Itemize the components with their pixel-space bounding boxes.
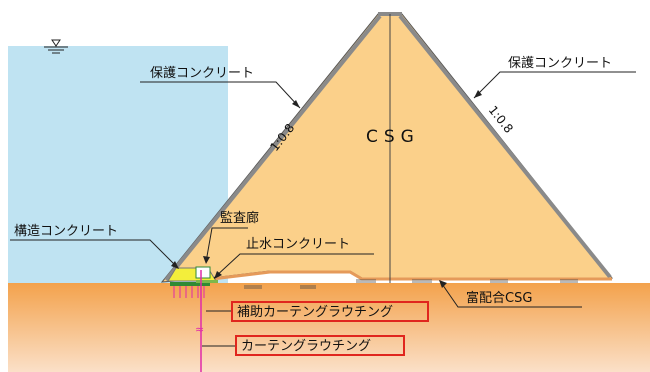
leader-arrow-gallery xyxy=(203,256,210,264)
curtain-box xyxy=(235,335,405,356)
leader-arrow-rich-csg xyxy=(439,280,447,288)
leader-arrow-protect-right xyxy=(474,90,482,98)
leader-arrow-structural xyxy=(171,261,179,269)
label-curtain: カーテングラウチング xyxy=(241,339,371,354)
downstream-protective-concrete xyxy=(398,14,612,279)
leader-arrow-protect-left xyxy=(292,100,300,108)
label-protect-right: 保護コンクリート xyxy=(508,55,612,71)
leader-protect-right xyxy=(473,71,636,99)
leader-arrow-cutoff xyxy=(214,271,222,279)
label-rich-csg: 富配合CSG xyxy=(466,290,532,306)
reservoir-water xyxy=(8,46,228,284)
leader-rich-csg xyxy=(439,280,582,308)
foundation-hatch-icon xyxy=(244,279,578,289)
csg-label: CSG xyxy=(366,127,420,147)
label-cutoff: 止水コンクリート xyxy=(246,237,350,252)
leader-gallery xyxy=(205,227,248,263)
break-symbol-icon: ≈ xyxy=(195,323,204,336)
csg-dam-body xyxy=(160,13,614,283)
label-gallery: 監査廊 xyxy=(220,210,259,226)
foundation-gallery-strip xyxy=(170,282,210,286)
aux-curtain-box xyxy=(231,301,429,322)
cutoff-concrete-strip xyxy=(196,280,218,283)
rich-csg-layer xyxy=(211,270,612,281)
foundation-ground xyxy=(8,283,650,372)
water-level-icon xyxy=(44,39,68,54)
label-protect-left: 保護コンクリート xyxy=(150,65,254,81)
leader-protect-left xyxy=(140,81,301,109)
label-aux-curtain: 補助カーテングラウチング xyxy=(237,305,393,320)
leader-structural xyxy=(10,239,179,269)
inspection-gallery-box xyxy=(195,266,211,279)
aux-curtain-grout-lines xyxy=(173,286,205,298)
label-structural: 構造コンクリート xyxy=(14,224,118,239)
leader-cutoff xyxy=(213,253,374,279)
upstream-protective-concrete xyxy=(164,14,382,282)
